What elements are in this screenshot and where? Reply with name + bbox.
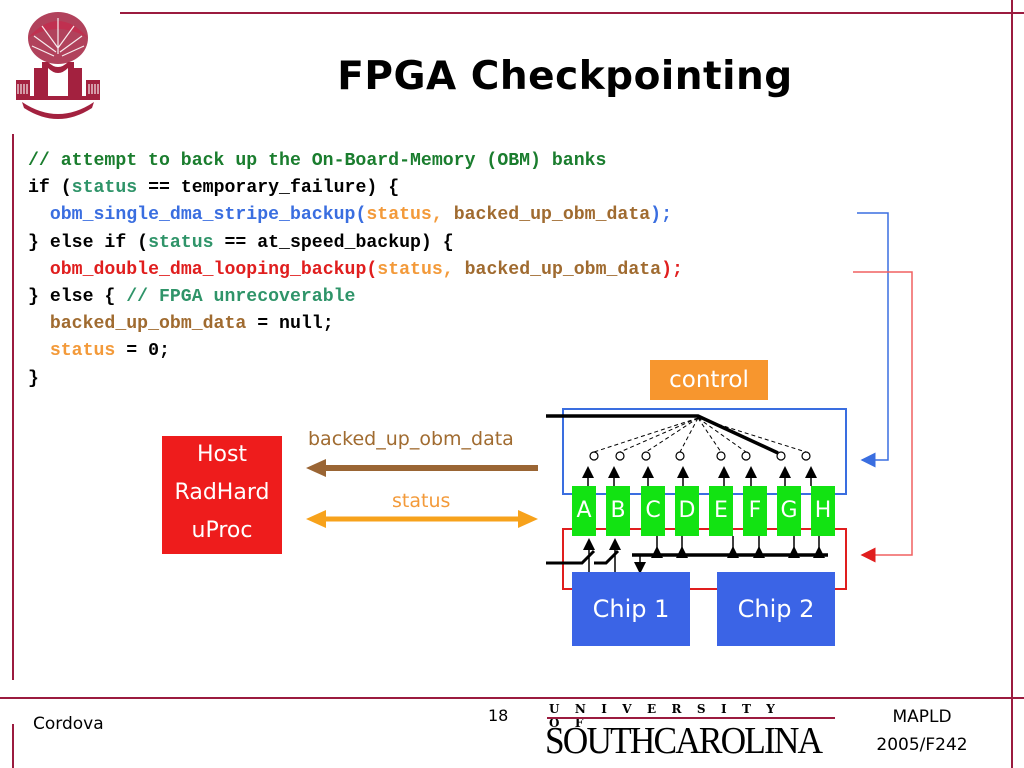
code-token: } else if (	[28, 232, 149, 253]
conference-line-2: 2005/F242	[876, 735, 968, 755]
left-rule	[12, 134, 14, 680]
memory-bank-g: G	[777, 486, 801, 536]
code-token: status	[71, 178, 138, 199]
code-token: backed_up_obm_data	[464, 259, 662, 280]
code-token: obm_single_dma_stripe_backup(	[49, 205, 367, 226]
code-line: backed_up_obm_data = null;	[28, 311, 683, 338]
conference-label: MAPLD 2005/F242	[872, 703, 972, 759]
footer-rule	[0, 697, 1024, 699]
code-token: == temporary_failure) {	[137, 178, 400, 199]
host-write-line-b	[594, 549, 620, 565]
code-token: );	[650, 205, 673, 226]
chip-2-box: Chip 2	[717, 572, 835, 646]
code-line: if (status == temporary_failure) {	[28, 175, 683, 202]
memory-bank-b: B	[606, 486, 630, 536]
code-token: status	[377, 259, 443, 280]
conference-line-1: MAPLD	[892, 707, 952, 727]
university-wordmark: UNIVERSITY OF SOUTHCAROLINA	[545, 702, 835, 762]
host-processor-box: Host RadHard uProc	[162, 436, 282, 554]
single-dma-connector	[857, 212, 889, 468]
page-number: 18	[488, 706, 509, 725]
code-token: == at_speed_backup) {	[213, 232, 454, 253]
code-token: obm_double_dma_looping_backup(	[49, 259, 378, 280]
footer-author: Cordova	[33, 714, 104, 734]
memory-bank-d: D	[675, 486, 699, 536]
code-token: status	[49, 341, 116, 362]
left-rule-footer	[12, 724, 14, 768]
host-line-2: RadHard	[174, 480, 270, 505]
data-arrow	[306, 459, 538, 477]
switch-dashed-lines	[593, 417, 807, 453]
university-seal-icon	[12, 8, 104, 128]
host-line-1: Host	[196, 442, 248, 467]
code-line: obm_double_dma_looping_backup(status, ba…	[28, 257, 683, 284]
memory-bank-c: C	[641, 486, 665, 536]
switch-nodes	[589, 451, 811, 461]
wordmark-top: UNIVERSITY OF	[549, 702, 791, 730]
wordmark-rule	[547, 717, 835, 719]
code-token: backed_up_obm_data	[49, 314, 247, 335]
code-line: } else { // FPGA unrecoverable	[28, 284, 683, 311]
code-token: status	[148, 232, 214, 253]
control-bus-line	[546, 414, 779, 455]
code-line: }	[28, 366, 683, 393]
code-token: ,	[442, 259, 465, 280]
code-token: // attempt to back up the On-Board-Memor…	[28, 151, 607, 171]
double-dma-connector	[853, 271, 913, 563]
control-label-box: control	[650, 360, 768, 400]
host-write-line	[546, 549, 596, 565]
code-token: = 0;	[115, 341, 170, 362]
bank-write-arrows	[583, 538, 825, 574]
memory-bank-e: E	[709, 486, 733, 536]
slide-title: FPGA Checkpointing	[337, 54, 793, 99]
code-token: }	[28, 368, 39, 389]
chip-1-box: Chip 1	[572, 572, 690, 646]
code-line: // attempt to back up the On-Board-Memor…	[28, 148, 683, 175]
bank-read-arrows	[582, 466, 817, 486]
code-token: if (	[28, 178, 72, 199]
code-token: backed_up_obm_data	[453, 205, 651, 226]
host-line-3: uProc	[191, 518, 253, 543]
wordmark-bottom: SOUTHCAROLINA	[545, 720, 823, 762]
right-rule	[1011, 0, 1013, 768]
code-token: ,	[431, 205, 454, 226]
status-arrow-label: status	[392, 490, 451, 512]
code-line: } else if (status == at_speed_backup) {	[28, 230, 683, 257]
stripe-backup-region	[562, 408, 847, 495]
code-token: // FPGA unrecoverable	[126, 286, 356, 307]
memory-bank-f: F	[743, 486, 767, 536]
top-rule	[120, 12, 1024, 14]
code-token: = null;	[246, 314, 334, 335]
status-arrow	[306, 510, 538, 528]
code-line: status = 0;	[28, 338, 683, 365]
code-line: obm_single_dma_stripe_backup(status, bac…	[28, 202, 683, 229]
code-token: } else {	[28, 286, 127, 307]
data-arrow-label: backed_up_obm_data	[308, 428, 514, 450]
code-token: status	[366, 205, 432, 226]
memory-bank-h: H	[811, 486, 835, 536]
memory-bank-a: A	[572, 486, 596, 536]
looping-backup-region	[562, 528, 847, 590]
code-token: );	[661, 259, 683, 280]
code-block: // attempt to back up the On-Board-Memor…	[28, 148, 683, 393]
